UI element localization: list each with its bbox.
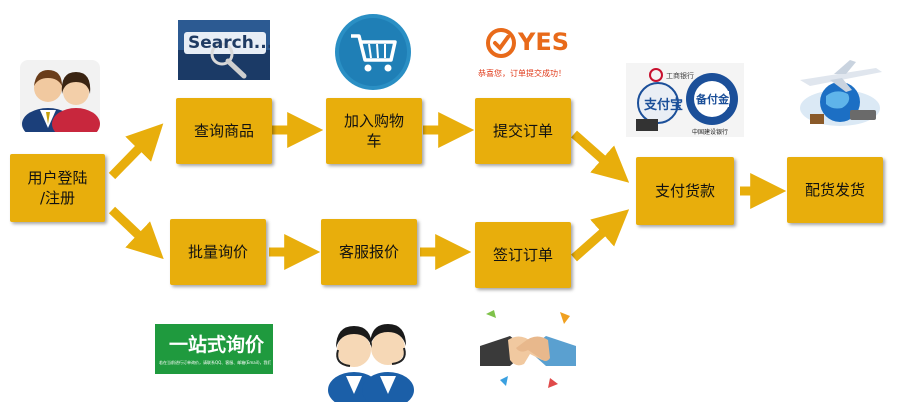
handshake-image xyxy=(480,306,576,394)
arrow-login-query xyxy=(108,123,164,180)
inquiry-title: 一站式询价 xyxy=(169,334,265,356)
step-service-quote: 客服报价 xyxy=(321,219,417,285)
step-bulk-inquiry: 批量询价 xyxy=(170,219,266,285)
step-login-register: 用户登陆 /注册 xyxy=(10,154,105,222)
step-submit-order: 提交订单 xyxy=(475,98,571,164)
arrow-submit-pay xyxy=(571,130,630,183)
shopping-cart-icon xyxy=(335,14,411,90)
payment-image: 工商银行 支付宝 备付金 中国建设银行 xyxy=(626,63,744,137)
bank-icbc-label: 工商银行 xyxy=(666,72,694,80)
deposit-label: 备付金 xyxy=(696,91,729,107)
handshake-icon xyxy=(480,306,576,394)
step-query-products: 查询商品 xyxy=(176,98,272,164)
alipay-label: 支付宝 xyxy=(644,98,684,113)
magnifier-icon xyxy=(178,20,270,80)
step-add-to-cart: 加入购物 车 xyxy=(326,98,422,164)
users-icon xyxy=(20,60,100,132)
arrow-sign-pay xyxy=(571,209,630,262)
cart-image xyxy=(333,12,413,92)
bank-ccb-label: 中国建设银行 xyxy=(692,129,729,136)
step-ship: 配货发货 xyxy=(787,157,883,223)
arrow-login-bulk xyxy=(108,206,164,260)
airplane-globe-icon xyxy=(800,60,882,126)
yes-text: YES xyxy=(518,28,570,56)
inquiry-subtext: 若在当前进行订单询价，请联系QQ、客服、邮箱(Email)，我们都将及时为您解答… xyxy=(159,360,271,365)
check-circle-icon xyxy=(486,28,516,58)
inquiry-image: 一站式询价 若在当前进行订单询价，请联系QQ、客服、邮箱(Email)，我们都将… xyxy=(155,324,273,374)
shipping-image xyxy=(790,58,890,132)
customer-service-icon xyxy=(328,324,414,402)
step-pay: 支付货款 xyxy=(636,157,734,225)
search-image: Search... xyxy=(178,20,270,80)
step-sign-order: 签订订单 xyxy=(475,222,571,288)
users-avatar-image xyxy=(18,58,102,132)
order-success-image: YES 恭喜您，订单提交成功！ xyxy=(470,20,580,90)
customer-service-image xyxy=(322,306,418,402)
yes-caption: 恭喜您，订单提交成功！ xyxy=(478,69,566,78)
search-text: Search... xyxy=(188,33,270,53)
